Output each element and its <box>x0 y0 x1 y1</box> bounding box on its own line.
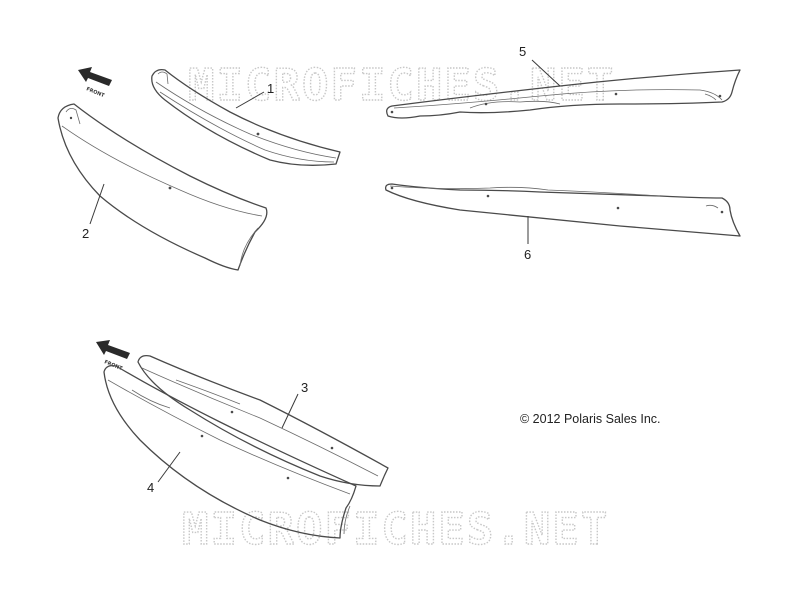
front-arrow-icon-bottom: FRONT <box>96 340 130 372</box>
callout-2: 2 <box>82 226 89 241</box>
callout-3: 3 <box>301 380 308 395</box>
callout-6: 6 <box>524 247 531 262</box>
front-arrow-icon-top: FRONT <box>78 67 112 99</box>
front-label-top: FRONT <box>85 86 106 99</box>
leader-2 <box>89 183 105 225</box>
leader-4 <box>157 451 181 483</box>
part-4-skid <box>103 364 357 539</box>
part-1-skid <box>151 68 341 166</box>
callout-1: 1 <box>267 81 274 96</box>
leader-1 <box>235 91 265 109</box>
leader-3 <box>281 393 299 429</box>
part-3-skid <box>137 354 389 487</box>
callout-4: 4 <box>147 480 154 495</box>
leader-5 <box>531 59 561 87</box>
watermark-top: MICROFICHES.NET <box>188 60 615 111</box>
watermark-bottom: MICROFICHES.NET <box>182 504 609 555</box>
part-2-skid <box>57 103 268 271</box>
part-5-rail <box>386 69 741 119</box>
callout-5: 5 <box>519 44 526 59</box>
part-6-rail <box>384 183 741 237</box>
copyright-text: © 2012 Polaris Sales Inc. <box>520 412 661 426</box>
